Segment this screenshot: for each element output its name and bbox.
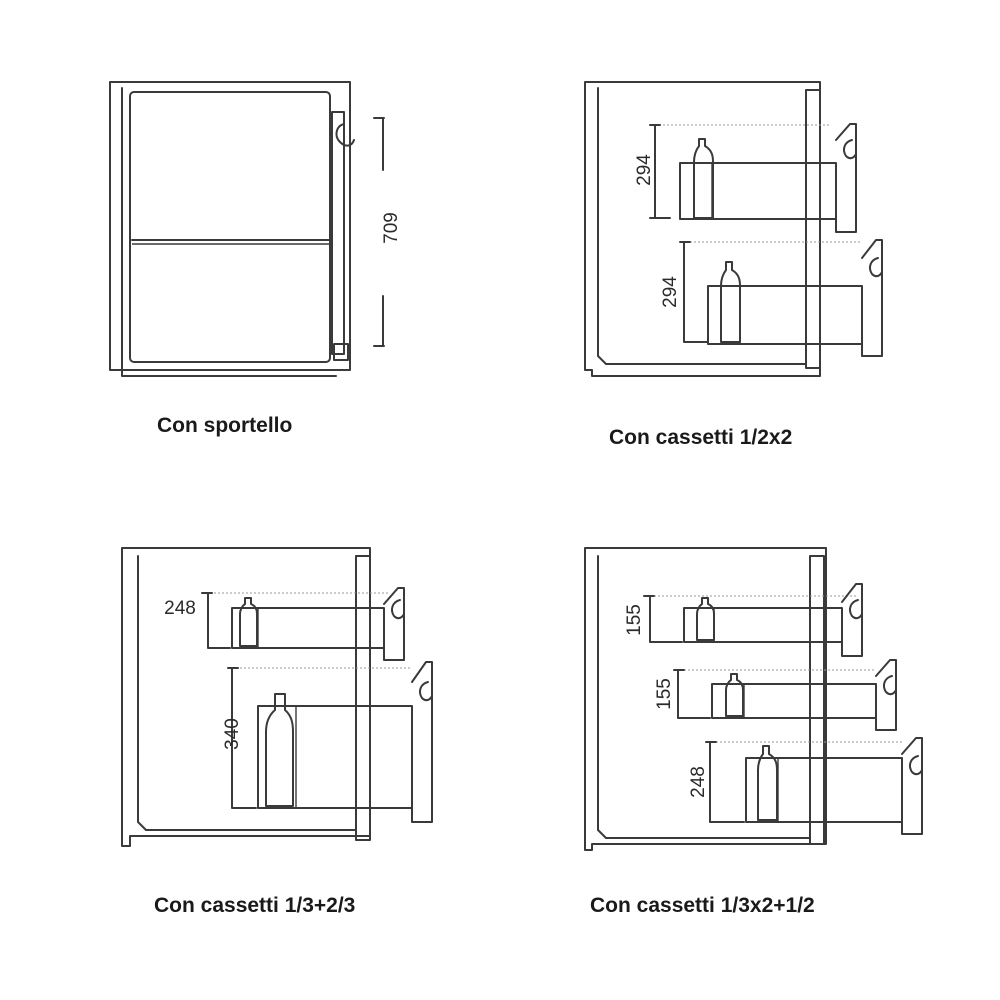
dim-label: 294 <box>634 154 655 186</box>
drawer-handle-icon <box>869 257 883 278</box>
dim-label: 155 <box>654 678 675 710</box>
bottle-icon <box>693 138 714 219</box>
bottle-icon <box>265 693 294 807</box>
caption-drawers-half-x2: Con cassetti 1/2x2 <box>609 426 793 449</box>
caption-drawers-third-twothirds: Con cassetti 1/3+2/3 <box>154 894 356 917</box>
door-handle-icon <box>335 123 355 147</box>
dim-label: 340 <box>222 718 243 750</box>
drawer-handle-icon <box>849 599 863 620</box>
caption-door: Con sportello <box>157 414 293 437</box>
bottle-icon <box>239 597 258 647</box>
dim-label: 248 <box>688 766 709 798</box>
drawer-handle-icon <box>843 139 857 160</box>
bottle-icon <box>757 745 778 821</box>
panel-drawers-half-x2: 294 294 <box>584 81 883 377</box>
dimension-709: 709 <box>373 117 402 347</box>
drawer-handle-icon <box>419 681 433 702</box>
drawer-top: 155 <box>624 583 863 657</box>
drawer-lower: 340 <box>222 661 433 823</box>
drawer-upper: 294 <box>634 123 857 233</box>
drawer-bottom: 248 <box>688 737 923 835</box>
drawer-lower: 294 <box>660 239 883 357</box>
panel-drawers-third-twothirds: 248 340 <box>121 547 433 847</box>
drawer-handle-icon <box>909 755 923 776</box>
panel-door: 709 <box>109 81 402 377</box>
dim-label: 294 <box>660 276 681 308</box>
caption-drawers-third-x2-half: Con cassetti 1/3x2+1/2 <box>590 894 815 917</box>
dim-label: 248 <box>164 598 196 619</box>
drawer-handle-icon <box>883 675 897 696</box>
dim-label: 709 <box>381 212 402 244</box>
bottle-icon <box>720 261 741 343</box>
bottle-icon <box>696 597 715 641</box>
drawer-handle-icon <box>391 599 405 620</box>
panel-drawers-third-x2-half: 155 155 <box>584 547 923 851</box>
dim-label: 155 <box>624 604 645 636</box>
bottle-icon <box>725 673 744 717</box>
drawer-middle: 155 <box>654 659 897 731</box>
drawer-upper: 248 <box>164 587 405 661</box>
